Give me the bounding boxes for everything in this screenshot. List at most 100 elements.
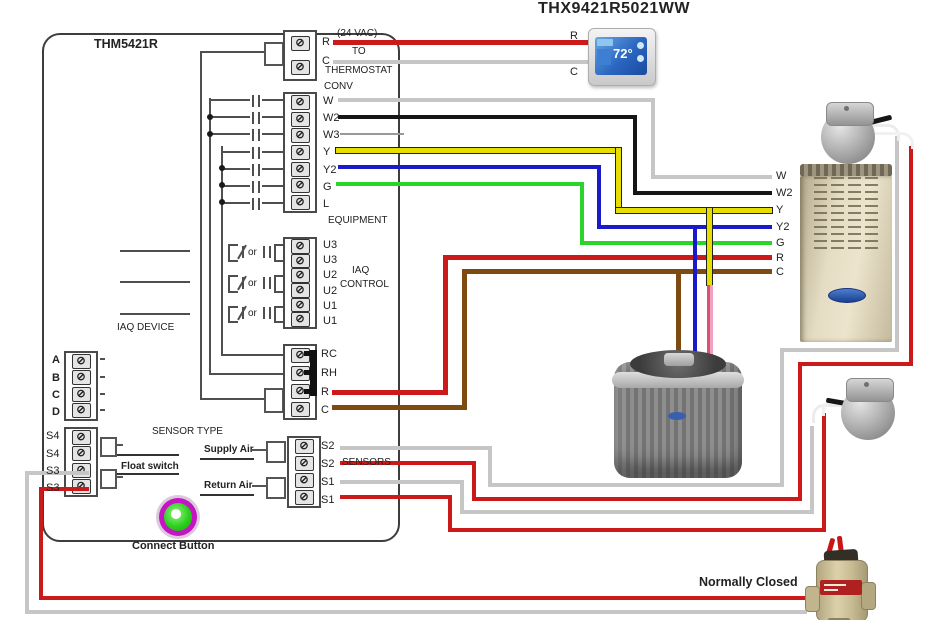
normally-closed-valve [798, 535, 886, 620]
wire-y [616, 208, 772, 213]
screen-icon [637, 55, 644, 62]
terminal-label-c: C [322, 55, 330, 67]
condenser-device [612, 350, 744, 480]
contact-symbol [252, 112, 254, 124]
underline [117, 473, 179, 475]
caption-iaq-control: CONTROL [340, 279, 389, 290]
wire-s1-red [822, 413, 826, 532]
iaq-device-stub [120, 281, 190, 283]
label-return-air: Return Air [204, 480, 253, 491]
terminal-label: A [52, 354, 60, 366]
screw-icon: ⊘ [290, 144, 310, 160]
terminal-label-r: R [322, 36, 330, 48]
wire-y [336, 148, 621, 153]
wire-y-branch [707, 208, 712, 285]
valve-label-mark [824, 589, 838, 591]
thermostat-temperature: 72° [613, 46, 633, 61]
iaq-contact [274, 275, 276, 293]
wire-w2 [633, 191, 772, 195]
bus-line [200, 51, 202, 400]
valve-label-mark [824, 584, 846, 586]
iaq-contact [276, 260, 283, 262]
jumper-nub [304, 370, 311, 375]
terminal-label: Y [323, 146, 331, 158]
wire-y2-branch [693, 225, 697, 358]
bus-line [221, 146, 223, 356]
note-to: TO [352, 46, 366, 57]
wire-g [336, 182, 584, 186]
wire-s2-gray [780, 348, 899, 352]
furnace-device [798, 162, 896, 344]
iaq-contact [263, 246, 265, 258]
contact-lead [262, 99, 283, 101]
contact-symbol [252, 147, 254, 159]
screw-icon: ⊘ [290, 365, 310, 381]
module-name: THM5421R [94, 37, 158, 51]
contact-lead [262, 151, 283, 153]
bus-line [221, 354, 285, 356]
terminal-label: S2 [321, 458, 335, 470]
terminal-label: R [321, 386, 329, 398]
screw-icon: ⊘ [290, 297, 310, 313]
wire-s1-red [448, 495, 452, 532]
screw-icon: ⊘ [71, 403, 91, 419]
float-switch-top [818, 102, 893, 164]
valve-label: Normally Closed [699, 575, 798, 589]
wire-s3-red [39, 596, 806, 600]
contact-symbol [252, 129, 254, 141]
connect-button-label: Connect Button [132, 540, 215, 552]
terminal-label: C [321, 404, 329, 416]
furnace-label: Y2 [776, 221, 790, 233]
wire-s2-red [472, 497, 802, 501]
screw-icon: ⊘ [290, 178, 310, 194]
wire-r-equipment [443, 255, 772, 260]
contact-symbol [258, 198, 260, 210]
furnace-louver [814, 177, 827, 249]
contact-lead [223, 202, 250, 204]
lead [115, 476, 123, 478]
contact-symbol [252, 181, 254, 193]
contact-symbol [252, 198, 254, 210]
underline [200, 494, 254, 496]
wire-s3-red [39, 487, 89, 491]
connect-button-highlight [171, 509, 181, 519]
furnace-label: W2 [776, 187, 793, 199]
junction-dot [207, 114, 213, 120]
terminal-label: S3 [46, 482, 60, 494]
lead [252, 449, 268, 451]
furnace-logo [828, 288, 866, 303]
furnace-label: C [776, 266, 784, 278]
terminal-label: S1 [321, 494, 335, 506]
bus-line [209, 373, 285, 375]
iaq-contact [228, 244, 238, 246]
caption-iaq: IAQ [352, 265, 370, 276]
wire-s1-gray [460, 510, 814, 514]
wire-s1-gray [340, 480, 464, 484]
junction-dot [219, 182, 225, 188]
label-float-switch: Float switch [121, 461, 179, 472]
terminal-label: L [323, 198, 330, 210]
iaq-contact [228, 291, 238, 293]
screw-icon: ⊘ [71, 429, 91, 445]
terminal-label: W [323, 95, 334, 107]
or-label: or [248, 308, 257, 319]
furnace-louver [831, 177, 844, 249]
connect-button [159, 498, 197, 536]
wire-c-equipment [332, 405, 466, 410]
furnace-label: W [776, 170, 787, 182]
condenser-logo [668, 412, 686, 420]
contact-lead [262, 185, 283, 187]
valve-red-label [820, 580, 862, 595]
wire-s3-gray [25, 471, 89, 475]
iaq-contact [274, 244, 276, 262]
terminal-label: B [52, 372, 60, 384]
wire-y2 [597, 225, 772, 229]
terminal-label: U1 [323, 300, 338, 312]
bracket [266, 441, 286, 463]
wire-r-equipment [443, 255, 448, 395]
thermostat-screen: 72° [595, 37, 647, 75]
wire-w3-stub [340, 133, 404, 135]
iaq-contact [228, 244, 230, 262]
float-switch-bottom [825, 378, 900, 440]
terminal-label: RC [321, 348, 337, 360]
